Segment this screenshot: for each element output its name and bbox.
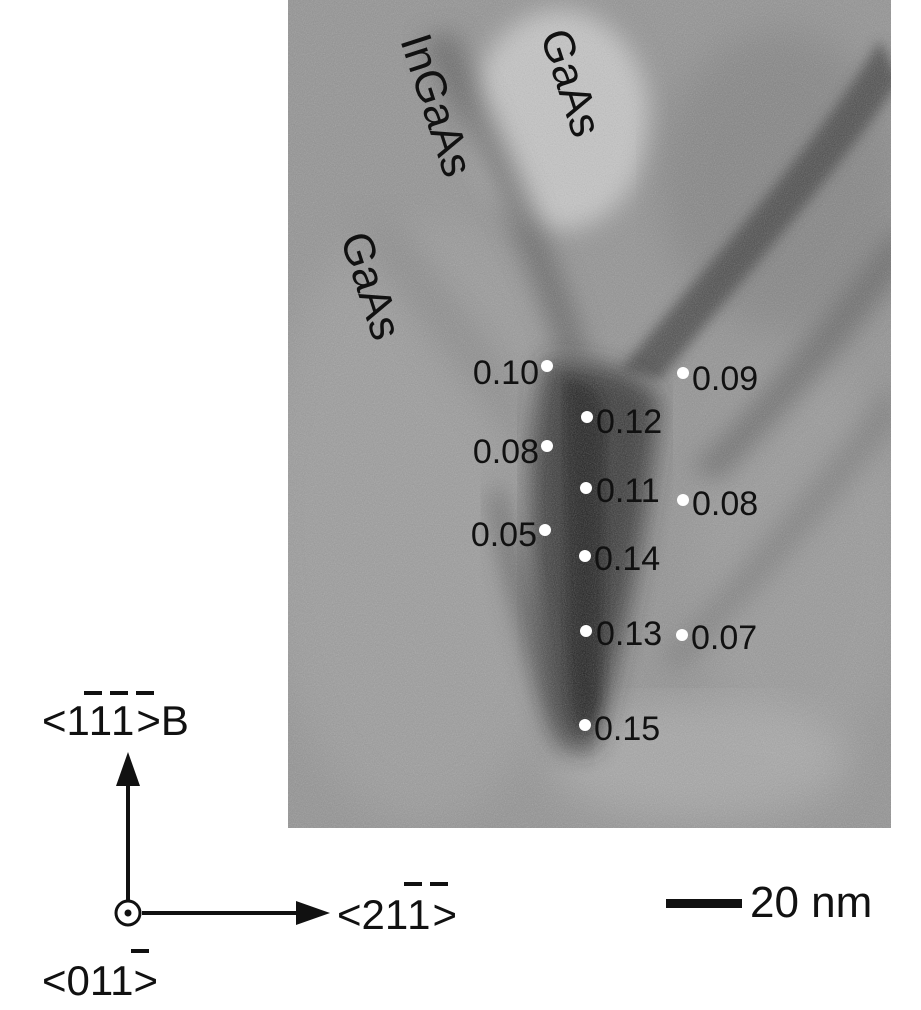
measurement-marker xyxy=(676,629,688,641)
measurement-marker xyxy=(539,524,551,536)
measurement-label: 0.08 xyxy=(473,433,539,471)
measurement-marker xyxy=(579,550,591,562)
out-of-plane-dot xyxy=(124,909,132,917)
measurement-marker xyxy=(677,367,689,379)
measurement-label: 0.07 xyxy=(691,619,757,657)
measurement-marker xyxy=(541,440,553,452)
vertical-arrowhead xyxy=(116,752,140,786)
crystal-axes: <111>B <211> <011> xyxy=(42,691,457,1004)
scale-bar-line xyxy=(666,899,742,908)
measurement-label: 0.05 xyxy=(471,516,537,554)
measurement-label: 0.08 xyxy=(692,485,758,523)
measurement-label: 0.11 xyxy=(596,472,660,510)
measurement-label: 0.12 xyxy=(596,403,662,441)
measurement-label: 0.13 xyxy=(596,615,662,653)
measurement-label: 0.10 xyxy=(473,354,539,392)
measurement-marker xyxy=(581,411,593,423)
out-of-plane-axis-label: <011> xyxy=(42,957,158,1004)
horizontal-arrowhead xyxy=(296,901,330,925)
measurement-label: 0.09 xyxy=(692,360,758,398)
measurement-marker xyxy=(580,625,592,637)
measurement-marker xyxy=(579,719,591,731)
tem-micrograph xyxy=(288,0,891,828)
measurement-marker xyxy=(580,482,592,494)
scale-bar-label: 20 nm xyxy=(750,878,872,927)
horizontal-axis-label: <211> xyxy=(337,891,457,938)
measurement-points: 0.10 0.09 0.12 0.08 0.11 0.08 0.05 0.14 … xyxy=(471,354,758,748)
measurement-marker xyxy=(677,494,689,506)
measurement-label: 0.14 xyxy=(594,540,660,578)
scale-bar: 20 nm xyxy=(666,878,872,927)
measurement-label: 0.15 xyxy=(594,710,660,748)
measurement-marker xyxy=(541,360,553,372)
vertical-axis-label: <111>B xyxy=(42,697,189,744)
